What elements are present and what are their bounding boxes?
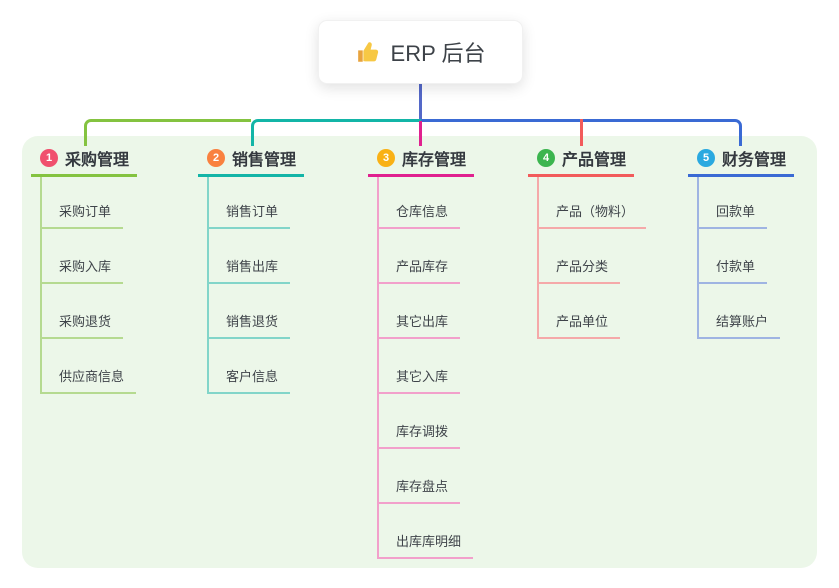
branch-number-badge: 1 [40,149,58,167]
branch-children: 销售订单销售出库销售退货客户信息 [207,177,304,394]
branch-children: 采购订单采购入库采购退货供应商信息 [40,177,137,394]
child-node[interactable]: 供应商信息 [42,339,137,394]
branch-column: 1 采购管理 采购订单采购入库采购退货供应商信息 [31,146,137,394]
child-node[interactable]: 产品库存 [379,229,461,284]
child-node[interactable]: 回款单 [699,177,768,229]
child-node[interactable]: 结算账户 [699,284,781,339]
branch-column: 3 库存管理 仓库信息产品库存其它出库其它入库库存调拨库存盘点出库库明细 [368,146,474,559]
branch-title: 财务管理 [722,152,787,169]
branch-bus-middle-elbow [251,119,422,146]
branch-header[interactable]: 2 销售管理 [198,146,304,177]
child-node[interactable]: 付款单 [699,229,768,284]
branch-title: 产品管理 [562,152,627,169]
branch-children: 回款单付款单结算账户 [697,177,794,339]
branch-title: 库存管理 [402,152,467,169]
child-node[interactable]: 库存盘点 [379,449,461,504]
product-drop-line [580,119,583,146]
child-node[interactable]: 出库库明细 [379,504,474,559]
child-node[interactable]: 产品分类 [539,229,621,284]
child-node[interactable]: 客户信息 [209,339,291,394]
child-node[interactable]: 产品（物料） [539,177,647,229]
root-node[interactable]: ERP 后台 [318,20,523,84]
branch-number-badge: 4 [537,149,555,167]
branch-number-badge: 5 [697,149,715,167]
child-node[interactable]: 产品单位 [539,284,621,339]
child-node[interactable]: 其它入库 [379,339,461,394]
branch-children: 仓库信息产品库存其它出库其它入库库存调拨库存盘点出库库明细 [377,177,474,559]
child-node[interactable]: 采购入库 [42,229,124,284]
child-node[interactable]: 销售退货 [209,284,291,339]
thumbs-up-icon [356,39,382,65]
child-node[interactable]: 销售订单 [209,177,291,229]
mindmap-panel [22,136,817,568]
branch-column: 4 产品管理 产品（物料）产品分类产品单位 [528,146,647,339]
branch-column: 5 财务管理 回款单付款单结算账户 [688,146,794,339]
branch-bus-left-elbow [84,119,251,146]
child-node[interactable]: 仓库信息 [379,177,461,229]
branch-number-badge: 2 [207,149,225,167]
root-title: ERP 后台 [390,41,486,66]
branch-title: 采购管理 [65,152,130,169]
branch-header[interactable]: 1 采购管理 [31,146,137,177]
child-node[interactable]: 采购订单 [42,177,124,229]
child-node[interactable]: 其它出库 [379,284,461,339]
child-node[interactable]: 销售出库 [209,229,291,284]
branch-header[interactable]: 5 财务管理 [688,146,794,177]
root-connector-line [419,84,422,122]
branch-header[interactable]: 4 产品管理 [528,146,634,177]
branch-children: 产品（物料）产品分类产品单位 [537,177,647,339]
branch-title: 销售管理 [232,152,297,169]
inventory-drop-line [419,121,422,146]
branch-number-badge: 3 [377,149,395,167]
child-node[interactable]: 采购退货 [42,284,124,339]
branch-column: 2 销售管理 销售订单销售出库销售退货客户信息 [198,146,304,394]
branch-header[interactable]: 3 库存管理 [368,146,474,177]
child-node[interactable]: 库存调拨 [379,394,461,449]
